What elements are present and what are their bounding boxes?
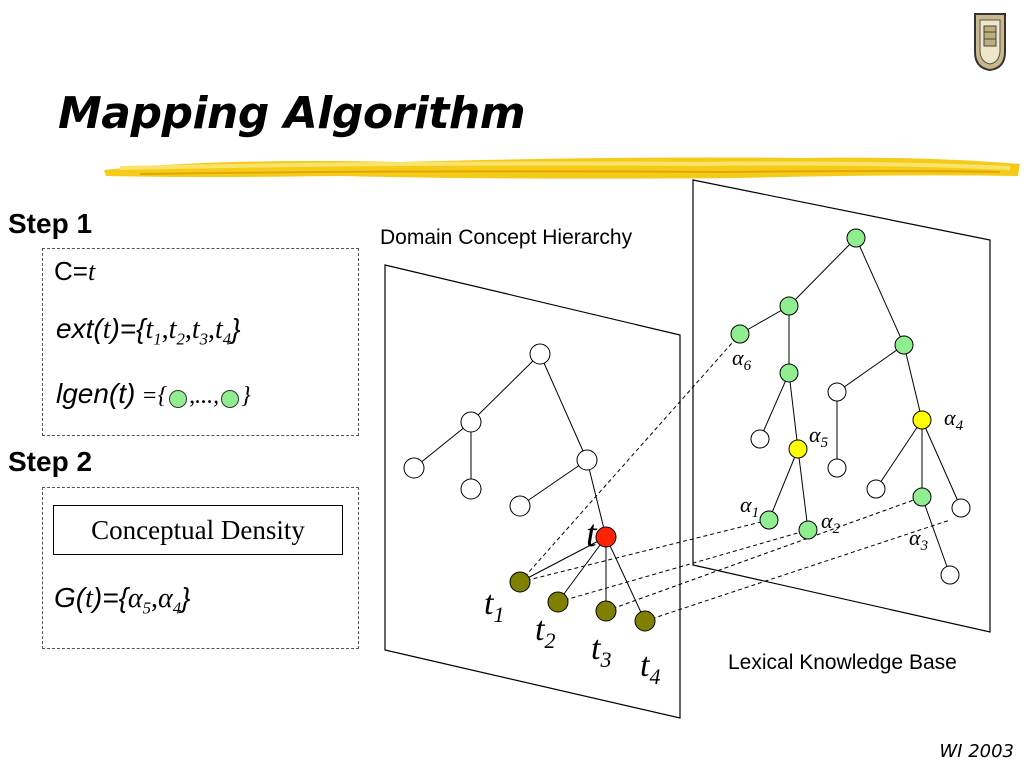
alpha3-label: α3 — [909, 525, 928, 554]
ext-sub3: 3 — [199, 329, 209, 349]
lexical-node — [846, 228, 866, 248]
domain-node — [576, 449, 598, 471]
ext-t1: t — [145, 314, 154, 345]
t-labels: t t1 t2 t3 t4 — [484, 513, 660, 689]
alpha4-label: α4 — [944, 405, 964, 434]
lexical-node — [894, 335, 914, 355]
lexical-node — [866, 479, 886, 499]
g-alpha5: α — [127, 583, 143, 614]
g-sub4: 4 — [172, 598, 182, 618]
t1-label: t1 — [484, 585, 504, 627]
alpha2-label: α2 — [821, 508, 841, 537]
c-var: t — [87, 257, 96, 286]
conceptual-density-box: Conceptual Density — [53, 505, 343, 555]
domain-node-t4 — [634, 610, 656, 632]
ext-prefix: ext( — [56, 313, 103, 344]
step1-box — [42, 248, 359, 436]
lexical-node — [940, 565, 960, 585]
university-shield-icon — [972, 12, 1008, 72]
title-underline-highlight — [100, 150, 1024, 189]
t2-label: t2 — [535, 611, 555, 653]
lgen-equation: lgen(t) ={,...,} — [56, 378, 251, 410]
step1-heading: Step 1 — [8, 208, 93, 239]
alpha1-label: α1 — [740, 492, 759, 521]
domain-node-t — [595, 526, 617, 548]
ext-t2: t — [168, 314, 177, 345]
lgen-mid: ,..., — [189, 383, 220, 409]
lexical-node — [827, 458, 847, 478]
domain-nodes — [403, 343, 656, 632]
ext-mid: )={ — [110, 313, 146, 344]
step2-heading: Step 2 — [8, 446, 93, 477]
domain-concept-hierarchy-label: Domain Concept Hierarchy — [380, 226, 633, 249]
lgen-prefix: lgen(t) — [56, 378, 136, 409]
g-close: } — [181, 582, 191, 613]
footer-label: WI 2003 — [939, 741, 1014, 762]
lexical-node — [951, 498, 971, 518]
domain-node — [529, 343, 551, 365]
g-mid: )={ — [92, 582, 128, 613]
c-prefix: C= — [54, 256, 88, 286]
domain-node-t3 — [595, 600, 617, 622]
t-label: t — [586, 513, 598, 555]
domain-node — [509, 495, 531, 517]
green-node-icon — [169, 390, 188, 409]
ext-sub2: 2 — [176, 329, 185, 349]
slide-title: Mapping Algorithm — [58, 88, 526, 139]
domain-node — [460, 411, 482, 433]
ext-equation: ext(t)={t1,t2,t3,t4} — [56, 313, 241, 349]
lexical-node-alpha2 — [798, 520, 818, 540]
g-prefix: G( — [54, 582, 86, 613]
domain-node-t2 — [547, 591, 569, 613]
lexical-node — [779, 363, 799, 383]
lexical-node — [750, 429, 770, 449]
lexical-knowledge-base-label: Lexical Knowledge Base — [728, 651, 957, 674]
ext-t3: t — [191, 314, 200, 345]
lexical-nodes — [730, 228, 971, 585]
domain-node — [403, 457, 425, 479]
domain-tree-edges — [413, 353, 646, 622]
lexical-node — [827, 382, 847, 402]
ext-sub1: 1 — [153, 329, 162, 349]
lexical-node-alpha1 — [759, 510, 779, 530]
ext-t4: t — [215, 314, 223, 345]
domain-node — [460, 478, 482, 500]
lexical-node-alpha3 — [912, 487, 932, 507]
lexical-node-alpha6 — [730, 324, 750, 344]
g-sub5: 5 — [142, 598, 152, 618]
g-equation: G(t)={α5,α4} — [54, 582, 191, 618]
lexical-node — [779, 296, 799, 316]
alpha6-label: α6 — [732, 345, 752, 374]
lexical-node-alpha5 — [788, 439, 808, 459]
t3-label: t3 — [591, 630, 611, 672]
ext-close: } — [231, 313, 241, 344]
domain-node-t1 — [509, 571, 531, 593]
g-alpha4: α — [158, 583, 173, 614]
lexical-node-alpha4 — [912, 410, 932, 430]
green-node-icon — [221, 390, 240, 409]
step2-box — [42, 487, 359, 649]
c-equation: C=t — [54, 256, 95, 287]
ext-var: t — [102, 314, 111, 345]
lgen-close: } — [241, 383, 251, 409]
ext-sub4: 4 — [222, 329, 232, 349]
alpha-labels: α6 α5 α4 α1 α2 α3 — [732, 345, 964, 554]
domain-plane — [384, 264, 681, 719]
alpha5-label: α5 — [809, 422, 829, 451]
mapping-lines — [519, 333, 951, 622]
t4-label: t4 — [640, 647, 660, 689]
g-var: t — [85, 583, 93, 614]
lgen-eq: ={ — [135, 383, 168, 409]
